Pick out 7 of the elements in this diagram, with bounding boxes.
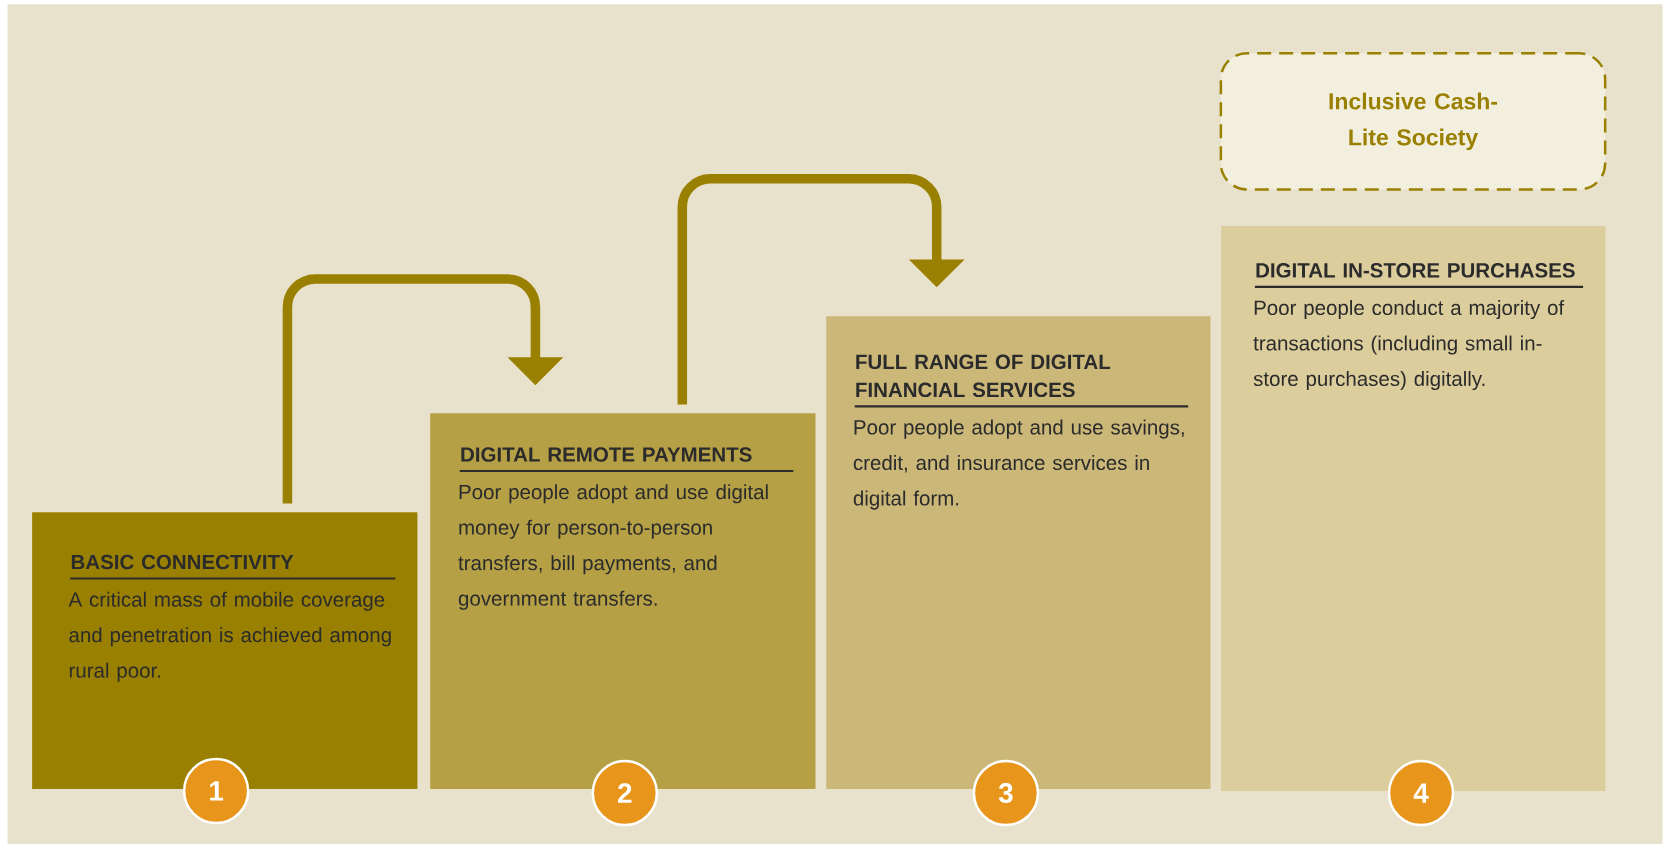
arrow bbox=[677, 174, 965, 405]
step-number: 2 bbox=[591, 759, 659, 827]
arrow bbox=[282, 274, 564, 504]
step-number: 4 bbox=[1387, 759, 1455, 827]
goal-box: Inclusive Cash-Lite Society bbox=[1219, 51, 1607, 191]
step-number: 1 bbox=[182, 757, 250, 825]
step-number: 3 bbox=[972, 759, 1040, 827]
